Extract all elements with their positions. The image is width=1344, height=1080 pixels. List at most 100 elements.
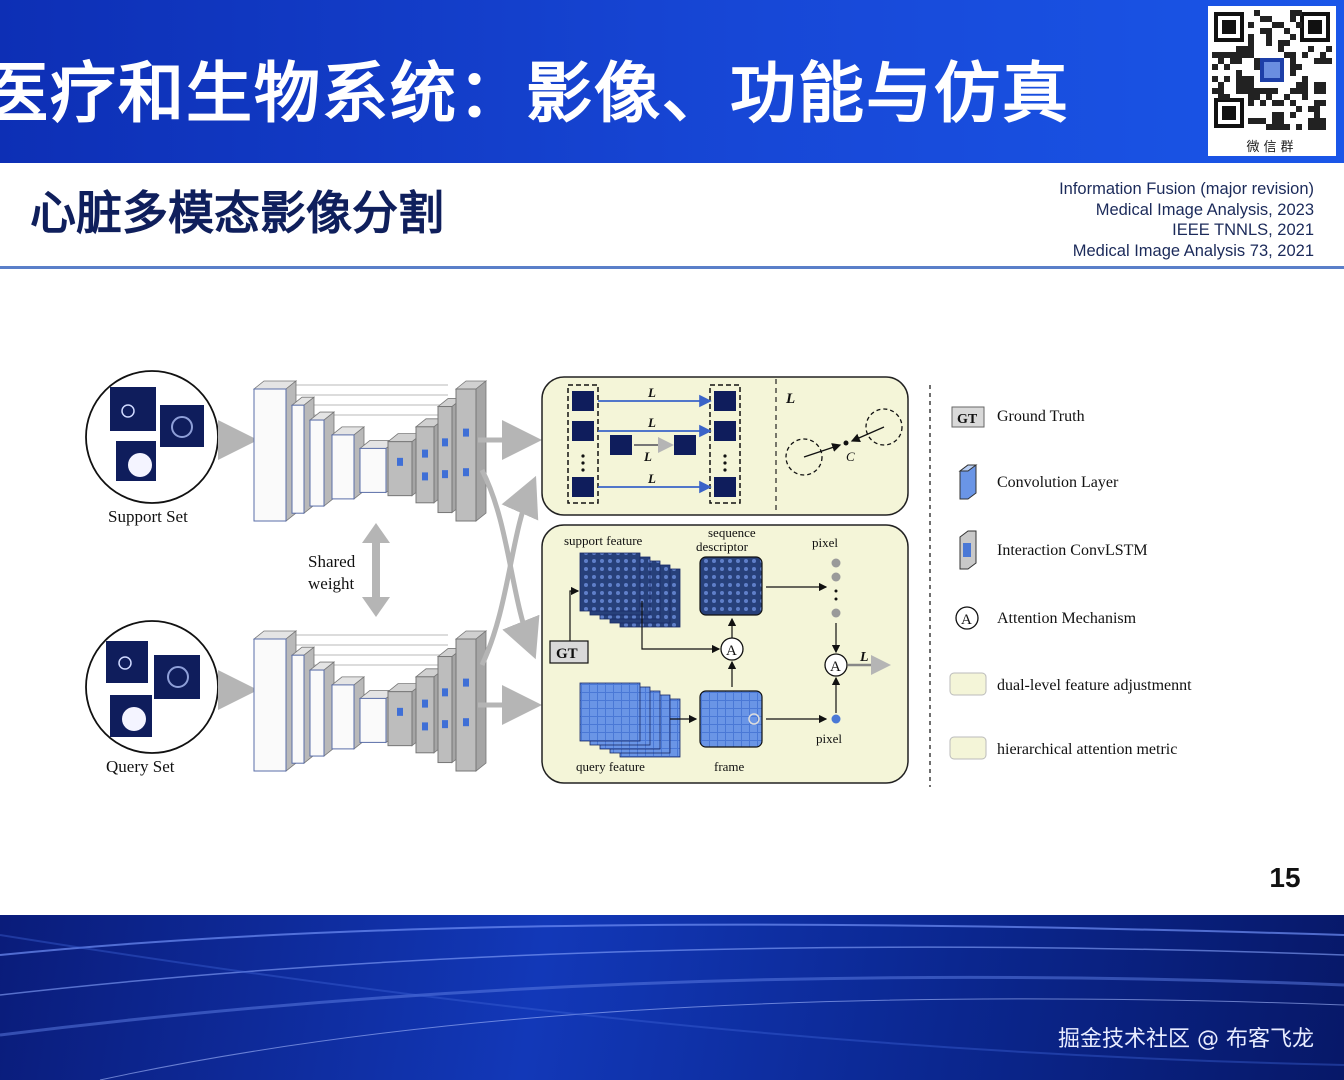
qr-module [1320,88,1326,94]
qr-module [1212,76,1218,82]
slide-header: 心脏多模态影像分割 Information Fusion (major revi… [0,163,1344,270]
feature-map [579,552,641,612]
watermark-text: 掘金技术社区 @ 布客飞龙 [1058,1027,1314,1052]
shared-weight-label-1: Shared [308,552,356,571]
attention-node-2 [824,653,848,677]
header-divider [0,266,1344,269]
loss-title: L [785,391,795,407]
qr-module [1284,28,1290,34]
qr-module [1260,16,1266,22]
qr-module [1314,100,1320,106]
reference-item: IEEE TNNLS, 2021 [1172,221,1314,239]
qr-module [1302,88,1308,94]
qr-module [1224,76,1230,82]
feature-map [579,682,641,742]
qr-module [1242,76,1248,82]
pixel-column [831,558,841,724]
encoder-layer [291,654,305,764]
qr-module [1314,118,1320,124]
qr-module [1266,16,1272,22]
qr-module [1224,64,1230,70]
qr-module [1290,34,1296,40]
qr-module [1290,58,1296,64]
qr-module [1314,106,1320,112]
qr-module [1296,22,1302,28]
sequence-descriptor-label-1: sequence [708,525,756,540]
qr-module [1296,106,1302,112]
qr-module [1218,94,1224,100]
query-feature-stack [579,682,681,758]
gt-box-icon-label: GT [957,412,978,427]
qr-module [1278,100,1284,106]
frame-label: frame [714,759,745,774]
decoder-layer [455,638,477,772]
qr-module [1254,88,1260,94]
query-feature-label: query feature [576,759,645,774]
qr-module [1296,82,1302,88]
qr-module [1236,70,1242,76]
qr-module [1236,46,1242,52]
unet-query [252,630,488,772]
qr-module [1218,82,1224,88]
qr-module [1254,58,1260,64]
title-banner: 医疗和生物系统：影像、功能与仿真 微信群 [0,0,1344,163]
qr-module [1290,16,1296,22]
qr-module [1272,124,1278,130]
qr-module [1260,88,1266,94]
qr-module [1272,100,1278,106]
cross-arrow-up [479,475,539,667]
qr-module [1242,52,1248,58]
qr-module [1278,112,1284,118]
convlstm-cell [463,678,469,687]
qr-module [1290,88,1296,94]
qr-module [1266,28,1272,34]
qr-module [1302,82,1308,88]
decoder-layer [387,691,413,747]
encoder-layer [253,388,287,522]
pixel-label-query: pixel [816,731,842,746]
footer-banner: 掘金技术社区 @ 布客飞龙 [0,915,1344,1080]
convlstm-icon [959,530,977,570]
qr-module [1314,82,1320,88]
qr-module [1236,88,1242,94]
encoder-layer [331,684,355,750]
qr-module [1308,106,1314,112]
banner-title: 医疗和生物系统：影像、功能与仿真 [0,55,1070,132]
qr-module [1290,100,1296,106]
qr-module [1242,46,1248,52]
reference-item: Information Fusion (major revision) [1059,180,1314,198]
qr-module [1290,52,1296,58]
conv-layer-icon [958,464,978,500]
page-number: 15 [1269,862,1301,893]
qr-module [1248,76,1254,82]
gt-box-label: GT [556,646,578,662]
qr-module [1314,58,1320,64]
qr-module [1320,58,1326,64]
decoder-layer [437,656,453,764]
qr-module [1248,118,1254,124]
qr-module [1308,118,1314,124]
frame-column-right [709,384,741,504]
qr-module [1320,118,1326,124]
metric-space-diagram [785,408,903,476]
qr-module [1278,40,1284,46]
convlstm-cell [442,438,448,447]
qr-module [1218,88,1224,94]
shared-weight-label-2: weight [308,574,355,593]
qr-module [1284,40,1290,46]
qr-module [1260,100,1266,106]
qr-module [1284,124,1290,130]
qr-code-card[interactable]: 微信群 [1208,6,1336,156]
convlstm-cell [463,468,469,477]
qr-module [1326,58,1332,64]
qr-module [1224,52,1230,58]
qr-module [1320,52,1326,58]
frame-feature-grid [699,690,763,748]
qr-module [1212,52,1218,58]
legend-item: hierarchical attention metric [949,736,1177,760]
encoder-layer [291,404,305,514]
qr-module [1248,100,1254,106]
encoder-layer [359,447,387,493]
qr-module [1266,34,1272,40]
support-feature-stack [579,552,681,628]
